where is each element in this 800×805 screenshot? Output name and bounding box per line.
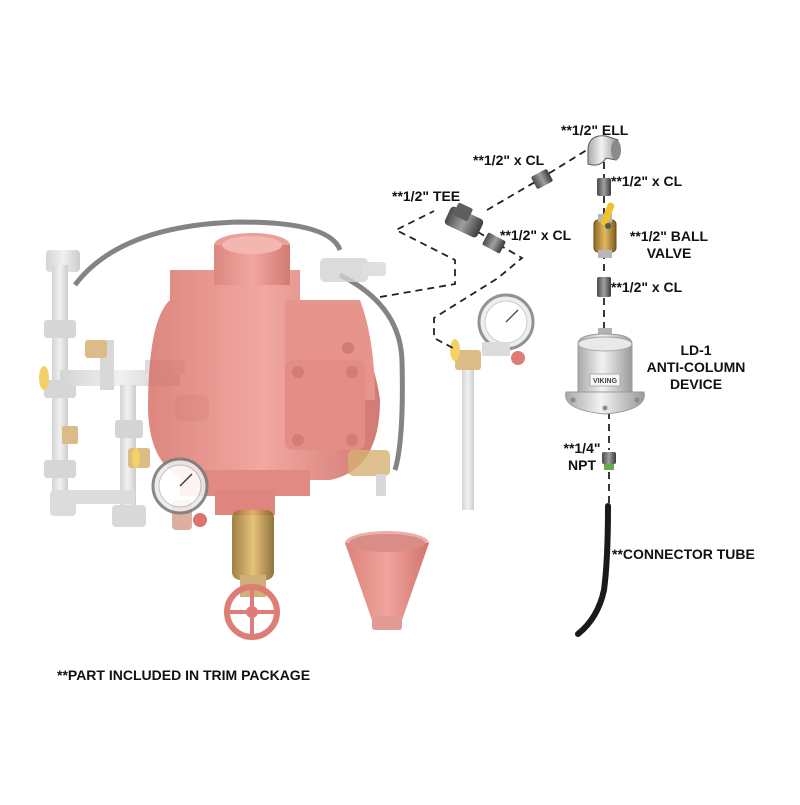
- connector-tube: [575, 503, 611, 637]
- label-close-nipple-mid: **1/2" x CL: [500, 227, 572, 243]
- footnote-trim-package: **PART INCLUDED IN TRIM PACKAGE: [57, 667, 311, 683]
- trim-hose: [73, 219, 405, 471]
- half-inch-close-nipple-top-right: [597, 178, 611, 196]
- drain-valve: [224, 510, 280, 640]
- label-ld1-device: LD-1 ANTI-COLUMN DEVICE: [636, 342, 756, 393]
- label-close-nipple-top-left: **1/2" x CL: [473, 152, 545, 168]
- main-valve-assembly: [39, 219, 429, 640]
- half-inch-close-nipple-mid: [482, 232, 506, 254]
- label-ld1-line1: LD-1: [680, 342, 712, 358]
- valve-right-attachments: [320, 258, 390, 496]
- label-ld1-line2: ANTI-COLUMN: [646, 359, 746, 375]
- gauge-trim-assembly: [450, 293, 535, 510]
- half-inch-tee: [444, 202, 484, 238]
- label-connector-tube: **CONNECTOR TUBE: [612, 546, 755, 562]
- quarter-inch-npt-fitting: [602, 452, 616, 470]
- drain-funnel: [345, 531, 429, 630]
- half-inch-close-nipple-lower: [597, 277, 611, 297]
- label-ball-valve-line2: VALVE: [646, 245, 692, 261]
- label-ball-valve-line1: **1/2" BALL: [629, 228, 709, 244]
- label-ball-valve: **1/2" BALL VALVE: [621, 228, 717, 262]
- label-npt-line2: NPT: [568, 457, 596, 473]
- label-close-nipple-lower: **1/2" x CL: [611, 279, 683, 295]
- dashed-connection-lines: [379, 147, 610, 505]
- ld1-anti-column-device: VIKING: [565, 328, 645, 415]
- label-half-inch-ell: **1/2" ELL: [561, 122, 629, 138]
- half-inch-ball-valve: [593, 202, 617, 258]
- label-ld1-line3: DEVICE: [669, 376, 723, 392]
- half-inch-close-nipple-top-left: [531, 169, 553, 189]
- label-npt-line1: **1/4": [563, 440, 601, 456]
- label-close-nipple-top-right: **1/2" x CL: [611, 173, 683, 189]
- pressure-gauge-left: [151, 457, 209, 527]
- half-inch-ell: [587, 135, 621, 166]
- label-half-inch-tee: **1/2" TEE: [392, 188, 461, 204]
- device-badge-text: VIKING: [593, 378, 618, 385]
- valve-body: [148, 233, 380, 515]
- label-quarter-inch-npt: **1/4" NPT: [556, 440, 608, 474]
